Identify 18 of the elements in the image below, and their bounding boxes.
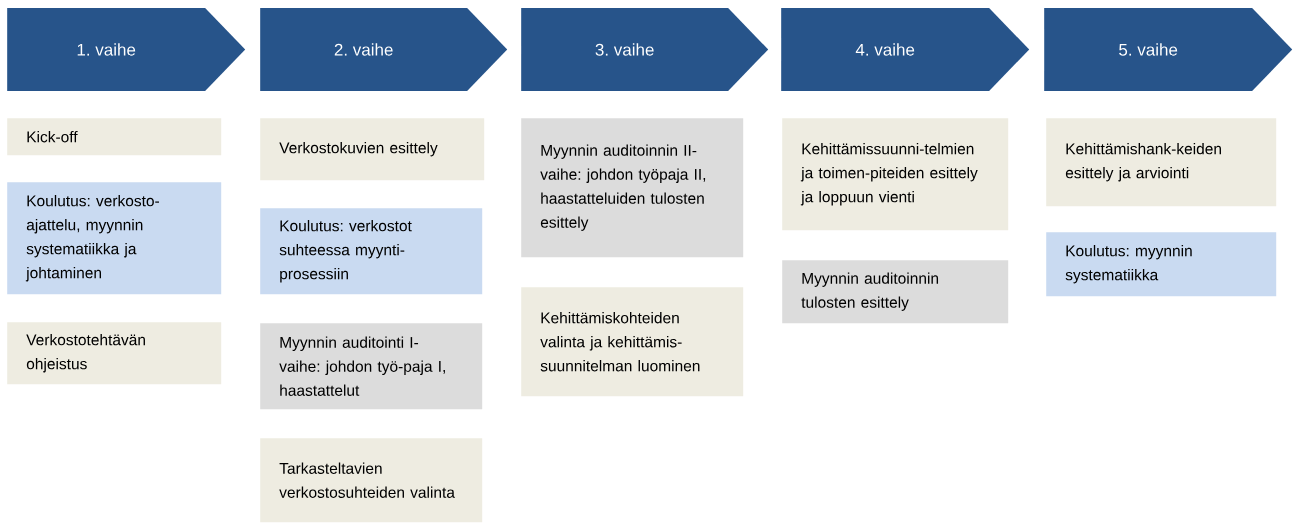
task-box: Verkostotehtävän ohjeistus [7, 322, 222, 385]
phase-header: 1. vaihe [7, 8, 246, 91]
phase-header: 3. vaihe [521, 8, 769, 91]
task-box: Kehittämissuunni-telmien ja toimen-piteiden esittely ja loppuun vienti [782, 118, 1009, 231]
task-box: Koulutus: verkostot suhteessa myynti-prosessiin [260, 208, 483, 295]
task-box: Kick-off [7, 118, 222, 156]
task-box: Koulutus: verkosto-ajattelu, myynnin systematiikka ja johtaminen [7, 182, 222, 295]
phase-header: 5. vaihe [1044, 8, 1293, 91]
phase-header: 2. vaihe [260, 8, 508, 91]
task-box: Tarkasteltavien verkostosuhteiden valinta [260, 438, 483, 523]
task-box: Myynnin auditoinnin tulosten esittely [782, 260, 1009, 324]
task-box: Koulutus: myynnin systematiikka [1046, 232, 1277, 297]
phase-header: 4. vaihe [781, 8, 1030, 91]
task-box: Verkostokuvien esittely [260, 118, 485, 181]
task-box: Myynnin auditointi I-vaihe: johdon työ-paja I, haastattelut [260, 323, 483, 410]
task-box: Kehittämiskohteiden valinta ja kehittämis-suunnitelman luominen [521, 287, 744, 397]
task-box: Myynnin auditoinnin II-vaihe: johdon työpaja II, haastatteluiden tulosten esittely [521, 118, 744, 258]
task-box: Kehittämishank-keiden esittely ja arviointi [1046, 118, 1277, 207]
